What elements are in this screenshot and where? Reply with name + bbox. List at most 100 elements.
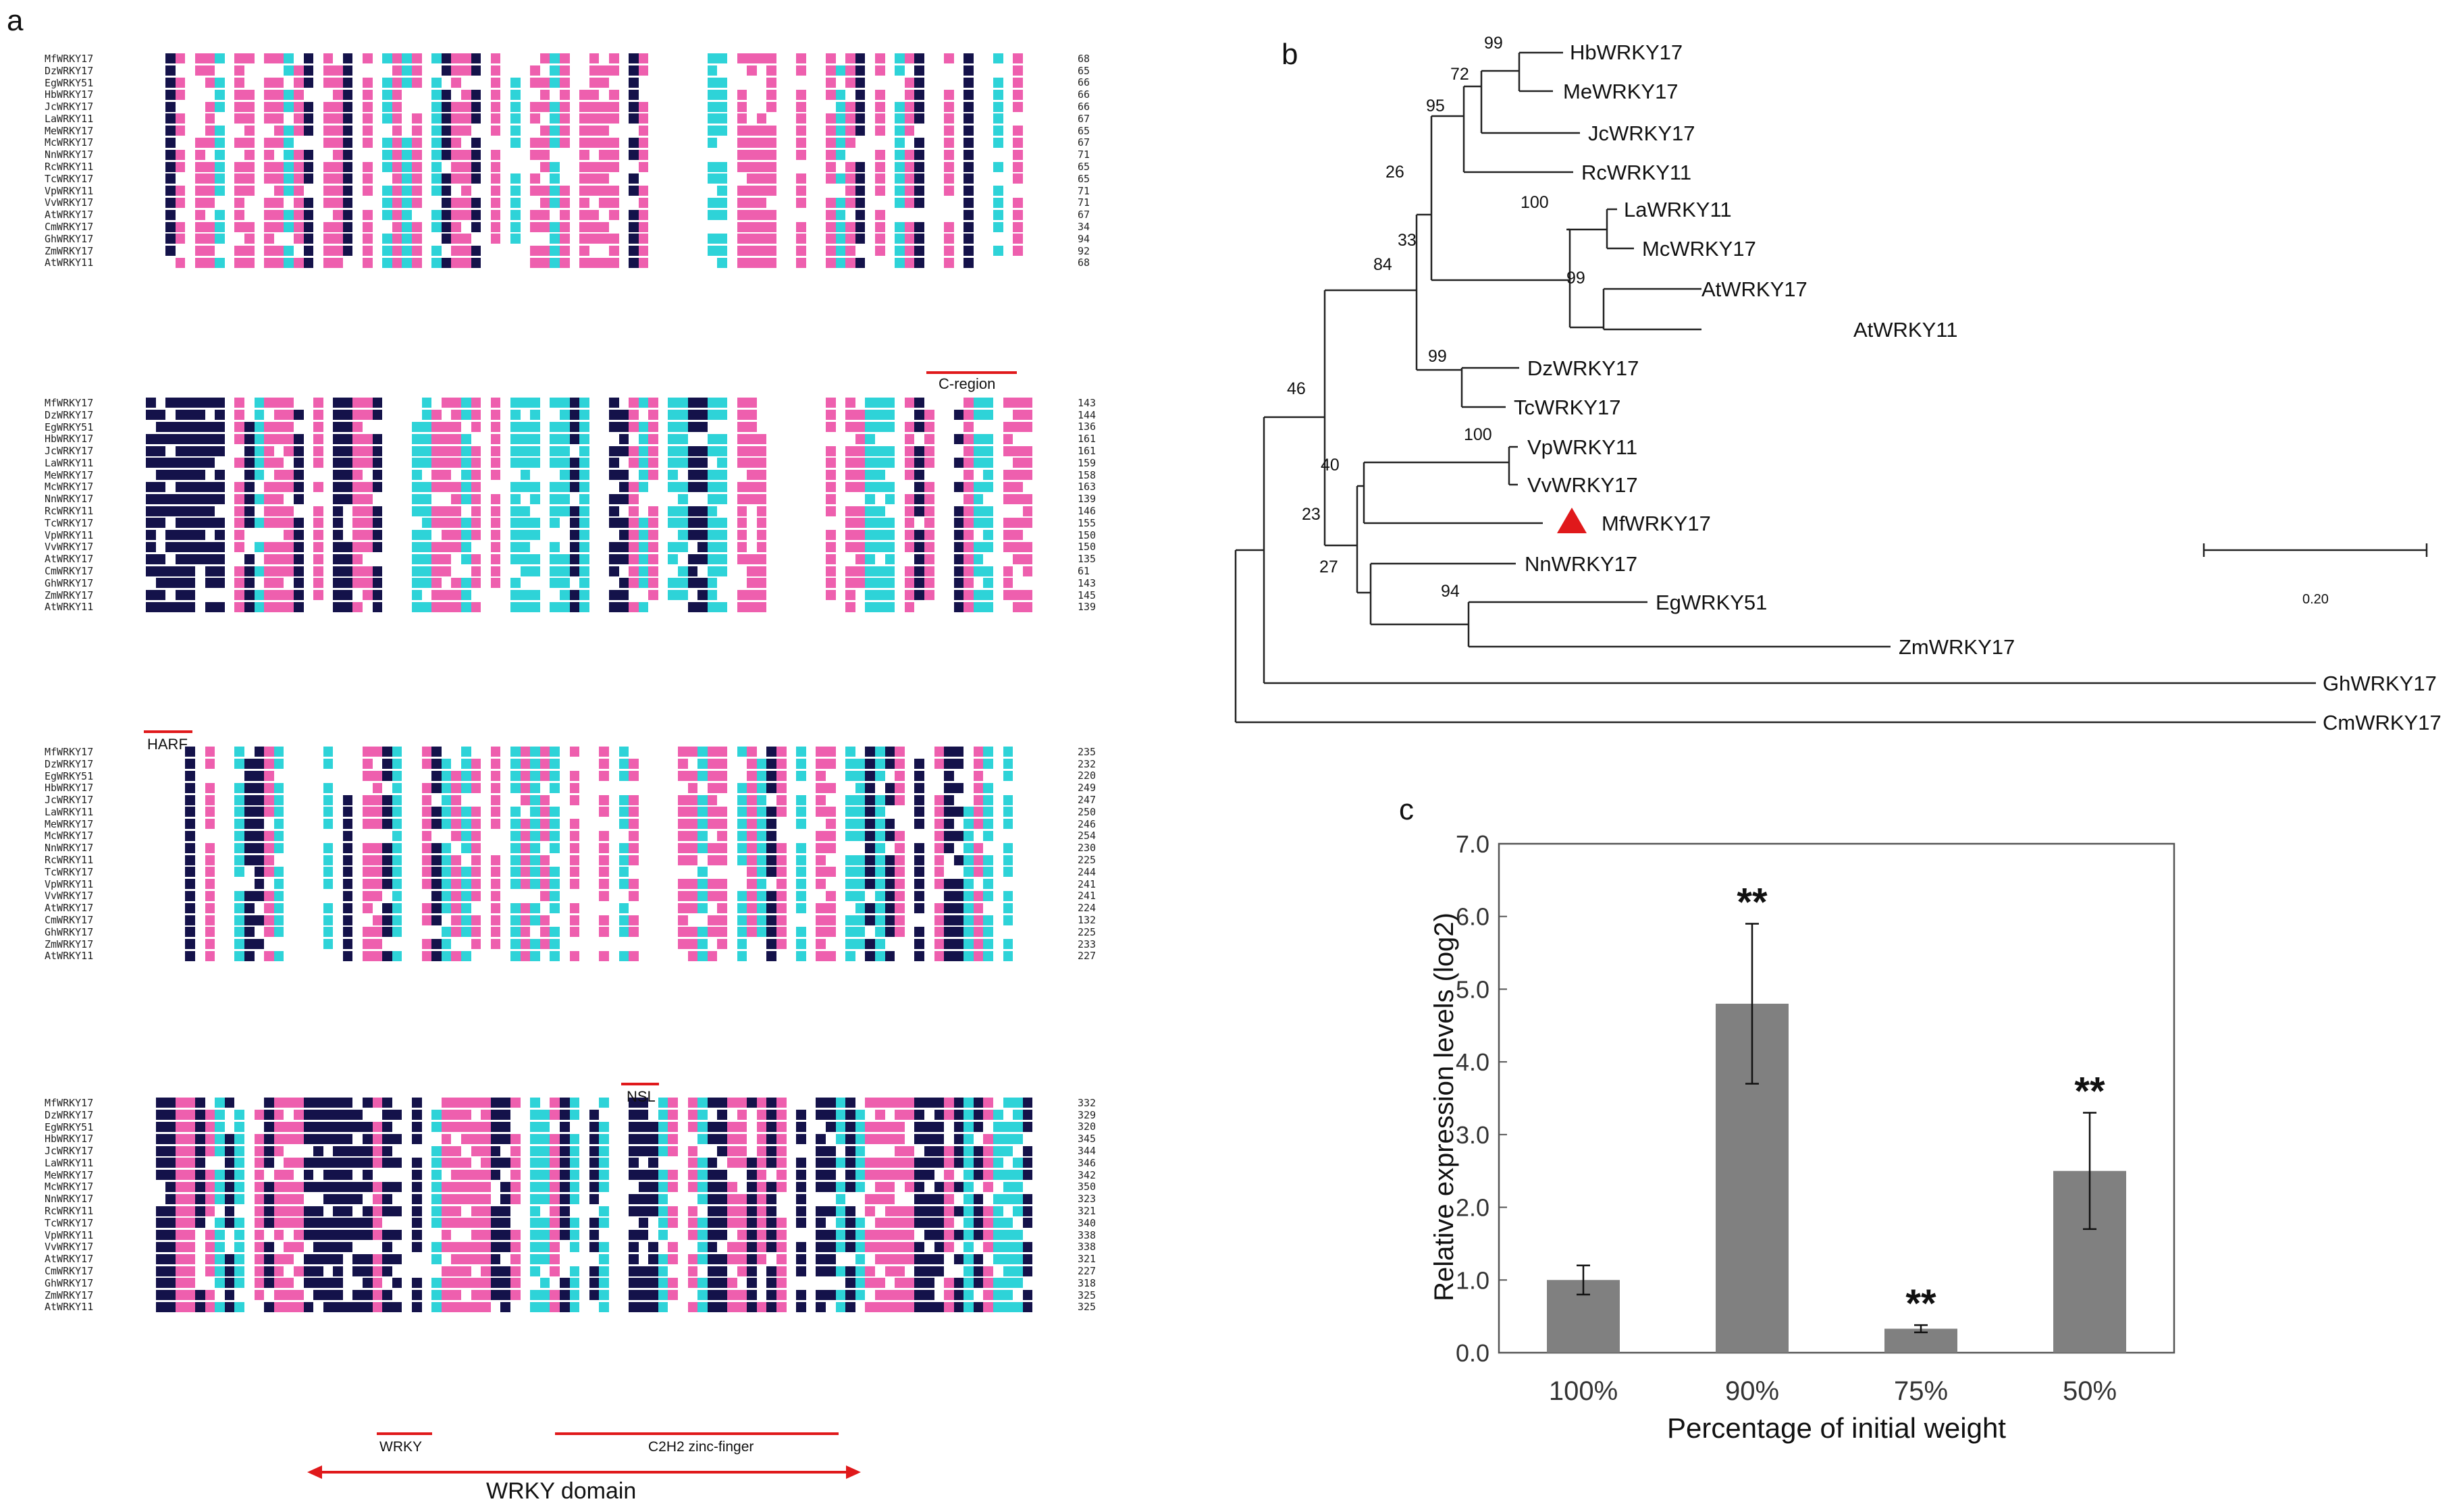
sequence-end-position: 345 bbox=[1078, 1133, 1097, 1145]
sequence-end-position: 132 bbox=[1078, 914, 1097, 927]
sequence-name: ZmWRKY17 bbox=[45, 589, 94, 601]
sequence-track bbox=[146, 1110, 1033, 1120]
sequence-track bbox=[146, 530, 1032, 541]
alignment-row: CmWRKY17 132 bbox=[45, 914, 1096, 927]
sequence-name: McWRKY17 bbox=[45, 830, 94, 842]
sequence-track bbox=[146, 77, 1032, 88]
sequence-end-position: 241 bbox=[1078, 878, 1097, 890]
bootstrap-value: 40 bbox=[1321, 456, 1340, 475]
sequence-end-position: 159 bbox=[1078, 456, 1097, 469]
sequence-track bbox=[146, 481, 1032, 492]
y-tick-label: 5.0 bbox=[1456, 975, 1489, 1003]
sequence-name: GhWRKY17 bbox=[45, 1276, 94, 1289]
x-tick-label: 50% bbox=[2063, 1376, 2117, 1406]
sequence-name: VvWRKY17 bbox=[45, 196, 94, 209]
sequence-name: EgWRKY51 bbox=[45, 76, 94, 89]
sequence-track bbox=[146, 398, 1033, 408]
c-region-bar bbox=[926, 371, 1017, 374]
sequence-end-position: 246 bbox=[1078, 817, 1097, 830]
sequence-track bbox=[146, 830, 1032, 841]
sequence-track bbox=[146, 126, 1032, 136]
bootstrap-value: 94 bbox=[1441, 582, 1460, 601]
sequence-name: NnWRKY17 bbox=[45, 842, 94, 855]
sequence-track bbox=[146, 137, 1032, 148]
sequence-track bbox=[146, 1290, 1033, 1301]
sequence-end-position: 66 bbox=[1078, 88, 1090, 101]
sequence-track bbox=[146, 1133, 1032, 1144]
sequence-track bbox=[146, 939, 1032, 950]
leaf-DzWRKY17: DzWRKY17 bbox=[1527, 356, 1639, 380]
sequence-track bbox=[146, 842, 1032, 853]
sequence-end-position: 350 bbox=[1078, 1181, 1097, 1193]
sequence-track bbox=[146, 1241, 1033, 1252]
sequence-track bbox=[146, 578, 1032, 589]
sequence-track bbox=[146, 1253, 1033, 1264]
sequence-end-position: 233 bbox=[1078, 938, 1097, 950]
sequence-track bbox=[146, 101, 1032, 112]
sequence-end-position: 158 bbox=[1078, 468, 1097, 481]
sequence-name: RcWRKY11 bbox=[45, 505, 94, 518]
bootstrap-value: 99 bbox=[1566, 269, 1585, 288]
mfwrky17-marker-icon bbox=[1557, 508, 1587, 533]
sequence-name: HbWRKY17 bbox=[45, 88, 94, 101]
nsl-bar bbox=[621, 1083, 659, 1085]
sequence-end-position: 92 bbox=[1078, 244, 1090, 257]
sequence-end-position: 235 bbox=[1078, 745, 1097, 758]
wrky-domain-arrow bbox=[307, 1465, 861, 1479]
sequence-name: EgWRKY51 bbox=[45, 770, 94, 782]
sequence-track bbox=[146, 221, 1032, 232]
sequence-track bbox=[146, 770, 1032, 781]
sequence-track bbox=[146, 902, 1032, 913]
sequence-name: JcWRKY17 bbox=[45, 101, 94, 113]
sequence-name: HbWRKY17 bbox=[45, 1133, 94, 1145]
sequence-end-position: 338 bbox=[1078, 1241, 1097, 1253]
sequence-end-position: 225 bbox=[1078, 925, 1097, 938]
sequence-name: VpWRKY11 bbox=[45, 1228, 94, 1241]
sequence-track bbox=[146, 1170, 1033, 1181]
scale-bar-label: 0.20 bbox=[2302, 592, 2329, 607]
sequence-end-position: 244 bbox=[1078, 865, 1097, 878]
sequence-name: AtWRKY17 bbox=[45, 209, 94, 221]
sequence-end-position: 321 bbox=[1078, 1205, 1097, 1218]
sequence-end-position: 65 bbox=[1078, 161, 1090, 173]
bootstrap-value: 100 bbox=[1464, 425, 1492, 444]
sequence-end-position: 67 bbox=[1078, 209, 1090, 221]
sequence-name: DzWRKY17 bbox=[45, 757, 94, 770]
sequence-track bbox=[146, 855, 1032, 865]
phylogenetic-tree: HbWRKY17 MeWRKY17 JcWRKY17 RcWRKY11 LaWR… bbox=[1234, 34, 2441, 734]
sequence-end-position: 227 bbox=[1078, 950, 1097, 963]
sequence-end-position: 247 bbox=[1078, 794, 1097, 807]
sequence-track bbox=[146, 927, 1032, 938]
y-tick-label: 7.0 bbox=[1456, 830, 1489, 858]
sequence-name: CmWRKY17 bbox=[45, 914, 94, 927]
sequence-name: ZmWRKY17 bbox=[45, 1289, 94, 1301]
significance-marker: ** bbox=[2074, 1070, 2105, 1114]
panel-b-letter: b bbox=[1282, 38, 1298, 71]
sequence-name: GhWRKY17 bbox=[45, 576, 94, 589]
sequence-track bbox=[146, 493, 1033, 504]
sequence-name: TcWRKY17 bbox=[45, 172, 94, 185]
wrky-motif-bar bbox=[377, 1432, 432, 1435]
y-tick-label: 3.0 bbox=[1456, 1121, 1489, 1149]
sequence-name: AtWRKY11 bbox=[45, 1301, 94, 1314]
sequence-track bbox=[146, 566, 1033, 576]
sequence-track bbox=[146, 421, 1033, 432]
sequence-end-position: 321 bbox=[1078, 1253, 1097, 1266]
sequence-name: JcWRKY17 bbox=[45, 445, 94, 458]
sequence-track bbox=[146, 257, 1032, 268]
sequence-name: JcWRKY17 bbox=[45, 794, 94, 807]
expression-bar-chart: 0.01.02.03.04.05.06.07.0 ****** 100%90%7… bbox=[1429, 830, 2175, 1444]
